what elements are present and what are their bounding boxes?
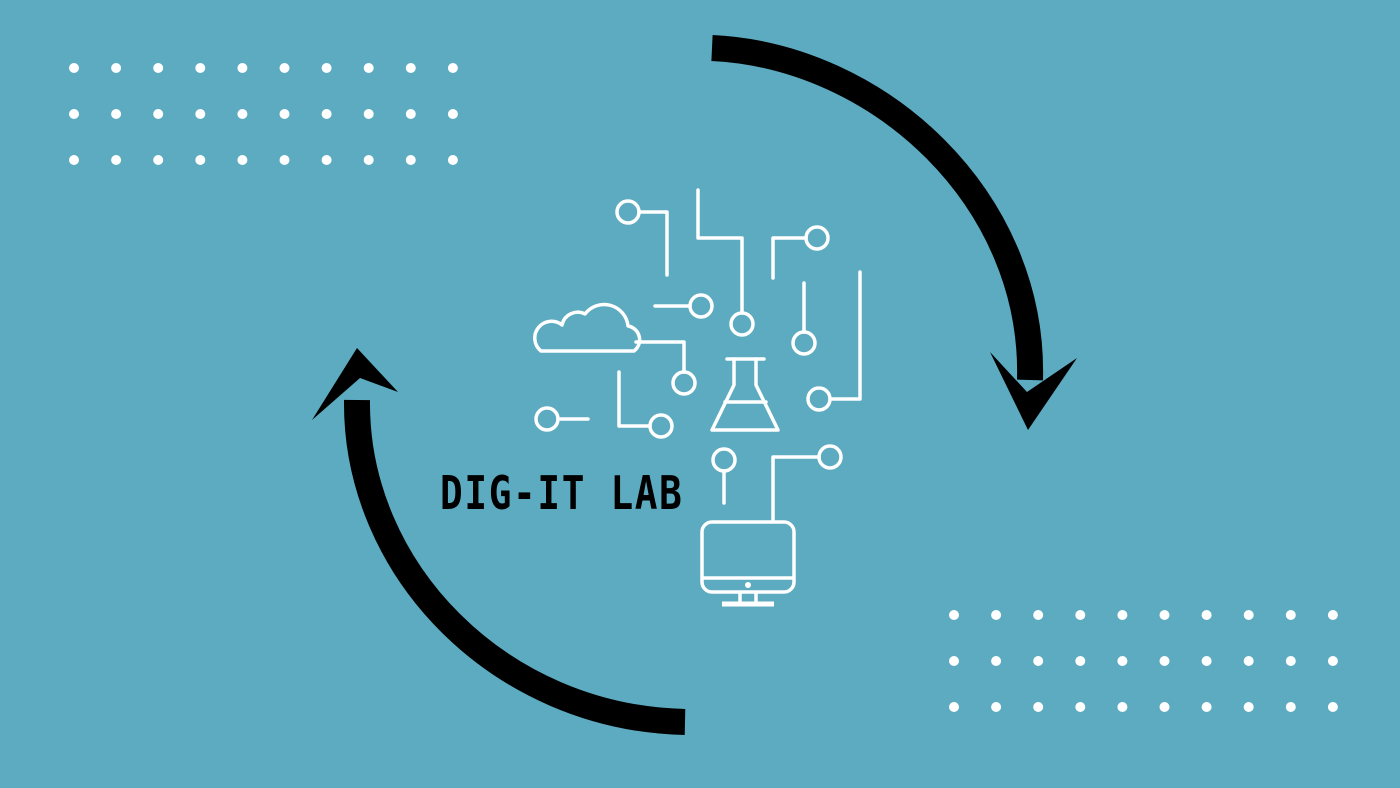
dot: [949, 610, 959, 620]
circuit-line: [617, 370, 652, 428]
circuit-line: [771, 236, 808, 280]
dot: [1117, 702, 1128, 712]
circuit-node: [688, 293, 714, 319]
arrow-head-down: [990, 352, 1077, 430]
dot: [1243, 702, 1254, 712]
dot: [1033, 610, 1044, 620]
dot: [1243, 610, 1254, 620]
dot: [1201, 656, 1212, 666]
dot: [1159, 656, 1170, 666]
dot: [447, 109, 458, 119]
arrow-head-up: [312, 348, 398, 420]
circuit-node: [804, 225, 830, 251]
dot: [447, 155, 458, 165]
dot: [405, 109, 416, 119]
dot: [153, 109, 164, 119]
flask-icon: [710, 357, 780, 432]
dot: [1327, 656, 1338, 666]
dot: [111, 63, 122, 73]
dot: [195, 109, 206, 119]
dot: [237, 155, 248, 165]
dot: [991, 610, 1002, 620]
arrow-top-right: [711, 35, 1044, 381]
dot: [111, 155, 122, 165]
dot: [237, 109, 248, 119]
dot-grid-bottom-right: [949, 610, 1338, 712]
cycle-arrows-icon: [312, 35, 1077, 735]
dot: [195, 63, 206, 73]
dot: [1327, 610, 1338, 620]
dot: [1243, 656, 1254, 666]
dot: [1075, 656, 1086, 666]
dot: [1159, 702, 1170, 712]
dot: [991, 656, 1002, 666]
circuit-line: [696, 188, 744, 315]
dot: [1201, 702, 1212, 712]
dot: [949, 702, 959, 712]
dot: [321, 109, 332, 119]
circuit-node: [648, 413, 674, 439]
circuit-line: [634, 340, 686, 374]
circuit-node: [671, 370, 697, 396]
dot: [111, 109, 122, 119]
dot: [1033, 656, 1044, 666]
dot: [153, 155, 164, 165]
dot: [153, 63, 164, 73]
dot: [1117, 610, 1128, 620]
dot: [279, 155, 290, 165]
dot: [447, 63, 458, 73]
circuit-node: [806, 386, 832, 412]
dot: [1201, 610, 1212, 620]
dot: [1117, 656, 1128, 666]
cloud-icon: [533, 302, 642, 353]
dot: [279, 63, 290, 73]
dot: [1075, 702, 1086, 712]
dot: [69, 109, 79, 119]
dot: [1159, 610, 1170, 620]
dot: [321, 63, 332, 73]
dot: [363, 63, 374, 73]
dot: [237, 63, 248, 73]
dot: [1285, 610, 1296, 620]
dot: [1285, 702, 1296, 712]
dot: [1075, 610, 1086, 620]
dot: [405, 155, 416, 165]
circuit-line: [771, 455, 821, 522]
dot: [279, 109, 290, 119]
circuit-node: [791, 330, 817, 356]
monitor-power-dot: [745, 582, 751, 588]
dot: [405, 63, 416, 73]
dot: [195, 155, 206, 165]
circuit-line: [828, 270, 862, 401]
dot: [321, 155, 332, 165]
monitor-icon: [700, 520, 796, 607]
dot: [949, 656, 959, 666]
dot: [1327, 702, 1338, 712]
dot: [1285, 656, 1296, 666]
circuit-node: [817, 444, 843, 470]
circuit-node: [729, 311, 755, 337]
dot: [363, 109, 374, 119]
dot-grid-top-left: [69, 63, 458, 165]
dot: [69, 155, 79, 165]
lab-title: DIG-IT LAB: [440, 466, 684, 520]
dot: [991, 702, 1002, 712]
dot: [1033, 702, 1044, 712]
circuit-line: [637, 210, 669, 277]
arrow-bottom-left: [343, 399, 686, 735]
dot: [363, 155, 374, 165]
dot: [69, 63, 79, 73]
circuit-lines-icon: [534, 188, 862, 522]
